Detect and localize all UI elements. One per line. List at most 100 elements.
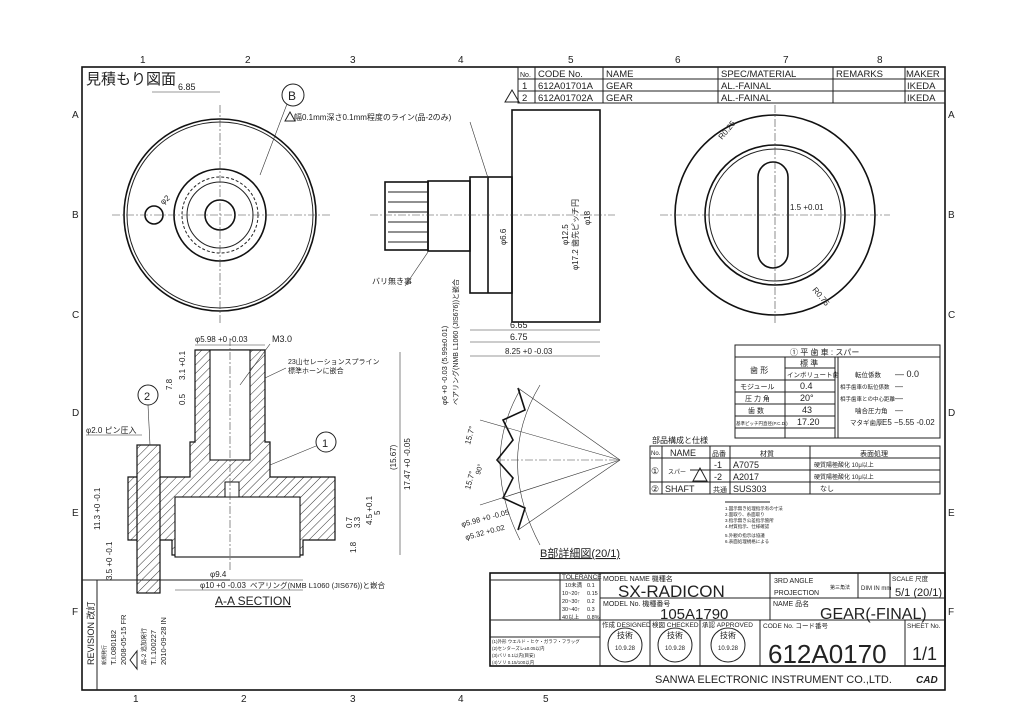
dim-3-5: 3.5 +0 -0.1 xyxy=(105,541,114,580)
row-name: GEAR xyxy=(606,93,633,104)
dim-7-8: 7.8 xyxy=(165,378,174,390)
stamp-designed xyxy=(607,627,643,663)
row-b: B xyxy=(72,210,79,221)
balloon-b-label: B xyxy=(288,89,296,103)
dim-5: 5 xyxy=(373,510,382,515)
col-3: 3 xyxy=(350,55,356,66)
m3-label: M3.0 xyxy=(272,334,292,344)
comp-header-name: NAME xyxy=(670,448,696,458)
note: 6.表面処理規格による xyxy=(725,538,769,545)
spline-note-1: 23山セレーションスプライン xyxy=(288,357,380,366)
comp-material: A7075 xyxy=(733,460,759,470)
col-2: 2 xyxy=(245,55,251,66)
detail-b-title: B部詳細図(20/1) xyxy=(540,546,620,560)
revision-triangle-icon xyxy=(129,649,138,671)
comp-surface: なし xyxy=(820,485,834,493)
header-code: CODE No. xyxy=(538,69,583,80)
tol-range: 30~40↑ xyxy=(562,607,580,613)
gear-row-label: 基準ピッチ円直径(P.C.D.) xyxy=(736,420,788,427)
col-4: 4 xyxy=(458,694,464,705)
revision-entry: T.I.100227 xyxy=(149,630,158,665)
pin-note: φ2.0 ピン圧入 xyxy=(86,426,137,435)
gear-right-label: マタギ歯厚 xyxy=(850,418,883,427)
row-a: A xyxy=(72,110,79,121)
tol-value: 0.1 xyxy=(587,583,595,589)
code-label: CODE No. コード番号 xyxy=(763,622,829,630)
dim-12-5: φ12.5 xyxy=(561,224,570,245)
dim-17-47: 17.47 +0 -0.05 xyxy=(403,438,412,490)
approval-stamps: 技術 10.9.28 技術 10.9.28 技術 10.9.28 xyxy=(607,627,746,663)
balloon-1 xyxy=(315,431,337,453)
note: 2.面取り、糸面取り xyxy=(725,511,765,518)
note: 5.外観の指示は協議 xyxy=(725,532,765,539)
component-table-title: 部品構成と仕様 xyxy=(652,435,708,445)
tol-value: 0.8% xyxy=(587,615,600,621)
dim-3-1: 3.1 +0.1 xyxy=(178,350,187,380)
gear-right-value: — 0.0 xyxy=(895,369,919,379)
revision-entry: 2010-09-28 IN xyxy=(159,617,168,665)
dim-17-2: φ17.2 歯先ピッチ円 xyxy=(570,199,580,270)
gear-right-value: — xyxy=(895,406,903,415)
comp-header-part: 品番 xyxy=(712,450,726,458)
note: 4.材質指示、仕様確認 xyxy=(725,523,770,530)
dim-0-7: 0.7 xyxy=(345,516,354,528)
general-notes: 1.図示無き処理指示有の寸法 2.面取り、糸面取り 3.指示無き公差指示箇所 4… xyxy=(725,501,783,545)
col-3: 3 xyxy=(350,694,356,705)
row-no: 2 xyxy=(522,93,527,104)
angle-90: 90° xyxy=(474,463,485,475)
gear-row-label: モジュール xyxy=(740,383,775,391)
revision-label: REVISION 改訂 xyxy=(85,601,96,665)
model-name: SX-RADICON xyxy=(618,582,725,601)
comp-header-surface: 表面処理 xyxy=(860,449,888,458)
gear-right-value: — xyxy=(895,394,903,403)
stamp-text: 技術 xyxy=(720,630,736,640)
dim-3-3: 3.3 xyxy=(353,516,362,528)
tol-range: 10未満 xyxy=(565,581,583,589)
right-view: R0.25 R0.75 1.5 +0.01 xyxy=(660,105,890,325)
column-numbers-top: 1 2 3 4 5 6 7 8 xyxy=(140,55,883,66)
dim-8-25: 8.25 +0 -0.03 xyxy=(505,347,553,356)
row-spec: AL.-FAINAL xyxy=(721,93,771,104)
cad-mark: CAD xyxy=(916,675,938,686)
stamp-approved xyxy=(710,627,746,663)
projection-line-2: PROJECTION xyxy=(774,590,819,597)
row-name: GEAR xyxy=(606,81,633,92)
gear-row-value: 17.20 xyxy=(797,417,820,427)
comp-surface: 硬質陽極酸化 10μ以上 xyxy=(814,473,874,481)
gear-row-label: 歯 形 xyxy=(750,365,768,375)
model-name-label: MODEL NAME 機種名 xyxy=(603,574,673,583)
comp-header-no: No. xyxy=(651,451,661,457)
tol-range: 20~30↑ xyxy=(562,599,580,605)
drawing-frame xyxy=(81,66,946,691)
balloon-1-label: 1 xyxy=(322,438,328,450)
col-2: 2 xyxy=(241,694,247,705)
row-maker: IKEDA xyxy=(907,93,936,104)
header-remarks: REMARKS xyxy=(836,69,883,80)
tol-range: 40以上 xyxy=(562,613,580,621)
scale-label: SCALE 尺度 xyxy=(892,574,929,583)
parts-list-table: No. CODE No. NAME SPEC/MATERIAL REMARKS … xyxy=(504,66,946,104)
revision-block: REVISION 改訂 新規発行 T.I.080182 2008-05-15 F… xyxy=(82,579,230,690)
gear-right-label: 相手歯車の転位係数 xyxy=(840,383,890,391)
col-1: 1 xyxy=(133,694,139,705)
revision-triangle-icon xyxy=(504,89,520,103)
row-e: E xyxy=(72,508,79,519)
angle-15-7-a: 15.7° xyxy=(463,425,477,445)
balloon-2-label: 2 xyxy=(144,391,150,403)
gear-table-title: ① 平 歯 車 : スパー xyxy=(790,347,859,357)
scale-value: 5/1 (20/1) xyxy=(895,587,942,599)
comp-name: スパー xyxy=(668,469,686,476)
tol-value: 0.2 xyxy=(587,599,595,605)
comp-header-material: 材質 xyxy=(760,449,774,458)
front-view: 6.85 φ2 B xyxy=(112,82,330,325)
col-6: 6 xyxy=(675,55,681,66)
col-5: 5 xyxy=(543,694,549,705)
revision-triangle-icon xyxy=(284,110,296,122)
dim-9-4: φ9.4 xyxy=(210,570,227,579)
side-note-line: 幅0.1mm深さ0.1mm程度のライン(品-2のみ) xyxy=(294,112,452,122)
col-7: 7 xyxy=(783,55,789,66)
tol-note: (2)センターズレ±0.05以内 xyxy=(492,645,545,652)
comp-part: 共通 xyxy=(713,485,727,494)
stamp-text: 技術 xyxy=(617,630,633,640)
